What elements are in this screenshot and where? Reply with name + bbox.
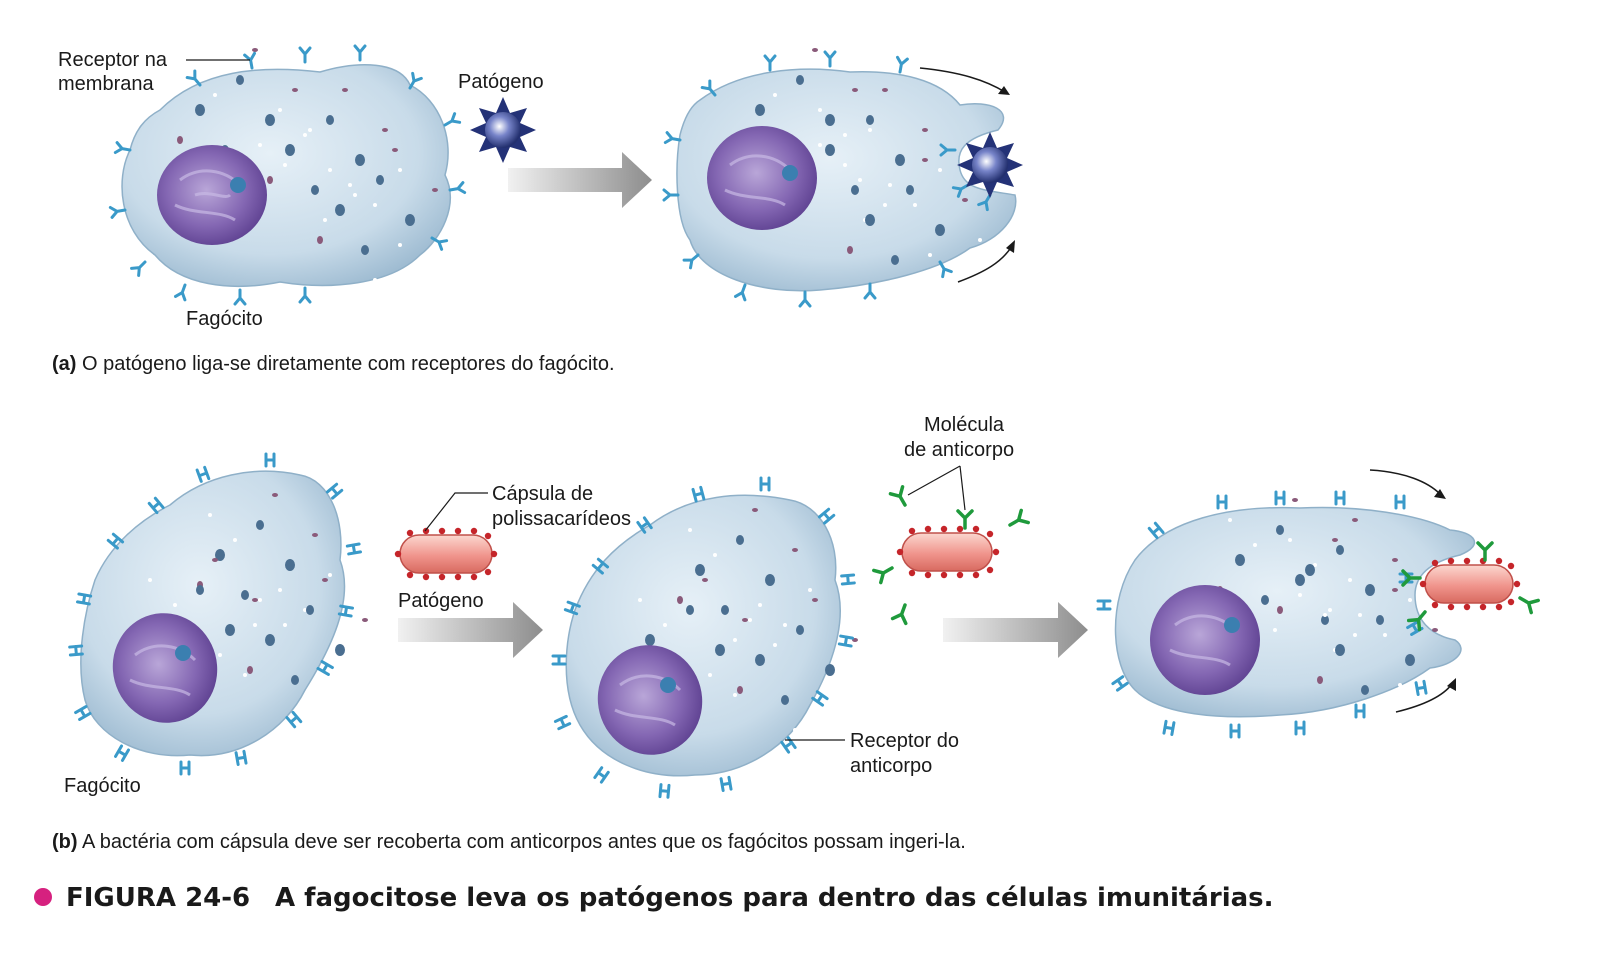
capsule-label-2: polissacarídeos [492, 508, 631, 530]
pathogen-a [470, 97, 536, 163]
antibody-receptor-label-2: anticorpo [850, 755, 932, 777]
figure-bullet [34, 888, 52, 906]
receptor-membrane-label-2: membrana [58, 73, 154, 95]
antibody-label-2: de anticorpo [904, 439, 1014, 461]
capsule-dots [394, 527, 498, 581]
phagocyte-cell-a2 [662, 48, 1023, 308]
bacterium-b [394, 527, 498, 581]
nucleolus [782, 165, 798, 181]
receptor-membrane-label-1: Receptor na [58, 49, 168, 71]
pathogen-label-b: Patógeno [398, 590, 484, 612]
cell-membrane [676, 68, 1017, 292]
nucleus [1150, 585, 1260, 695]
figure-title: A fagocitose leva os patógenos para dent… [275, 883, 1274, 913]
nucleolus [230, 177, 246, 193]
pathogen-engulfed-a [957, 132, 1023, 198]
motion-arrow-top-b [1369, 469, 1441, 495]
phagocyte-cell-b3 [1096, 469, 1540, 739]
phagocyte-cell-b2 [551, 476, 872, 799]
antibody-receptor-label-1: Receptor do [850, 730, 959, 752]
nucleolus [175, 645, 191, 661]
nucleus [707, 126, 817, 230]
motion-arrow-bottom [957, 245, 1013, 283]
antibody-label-1: Molécula [924, 414, 1005, 436]
motion-arrow-bottom-b [1395, 683, 1453, 713]
figure-number: FIGURA 24-6 [66, 883, 250, 913]
caption-a-text: O patógeno liga-se diretamente com recep… [76, 353, 614, 375]
nucleolus [1224, 617, 1240, 633]
caption-a-tag: (a) [52, 353, 76, 375]
caption-b-tag: (b) [52, 831, 78, 853]
process-arrow-a [508, 152, 652, 208]
figure-title-bar: FIGURA 24-6 A fagocitose leva os patógen… [34, 883, 1274, 913]
antibody-leader-lines [907, 465, 966, 511]
motion-arrow-top [919, 67, 1006, 93]
process-arrow-b1 [398, 602, 543, 658]
phagocyte-cell-b1 [68, 452, 382, 776]
cell-membrane [565, 494, 841, 777]
capsule-leader-line [424, 492, 488, 532]
process-arrow-b2 [943, 602, 1088, 658]
phagocyte-label-b: Fagócito [64, 775, 141, 797]
engulfed-bacterium [1401, 541, 1540, 632]
caption-b-text: A bactéria com cápsula deve ser recobert… [78, 831, 966, 853]
nucleolus [660, 677, 676, 693]
cell-membrane [80, 470, 346, 757]
caption-b: (b) A bactéria com cápsula deve ser reco… [52, 831, 966, 853]
panel-a: Receptor na membrana Patógeno [52, 44, 1023, 375]
nucleus [597, 645, 703, 755]
pathogen-label-a: Patógeno [458, 71, 544, 93]
phagocyte-label-a: Fagócito [186, 308, 263, 330]
nucleus [112, 613, 218, 723]
phagocyte-cell-a1 [108, 44, 467, 306]
opsonized-bacterium [872, 485, 1030, 626]
panel-b: Fagócito Cápsula de polissacarídeos Pató… [52, 414, 1540, 853]
caption-a: (a) O patógeno liga-se diretamente com r… [52, 353, 615, 375]
capsule-label-1: Cápsula de [492, 483, 593, 505]
